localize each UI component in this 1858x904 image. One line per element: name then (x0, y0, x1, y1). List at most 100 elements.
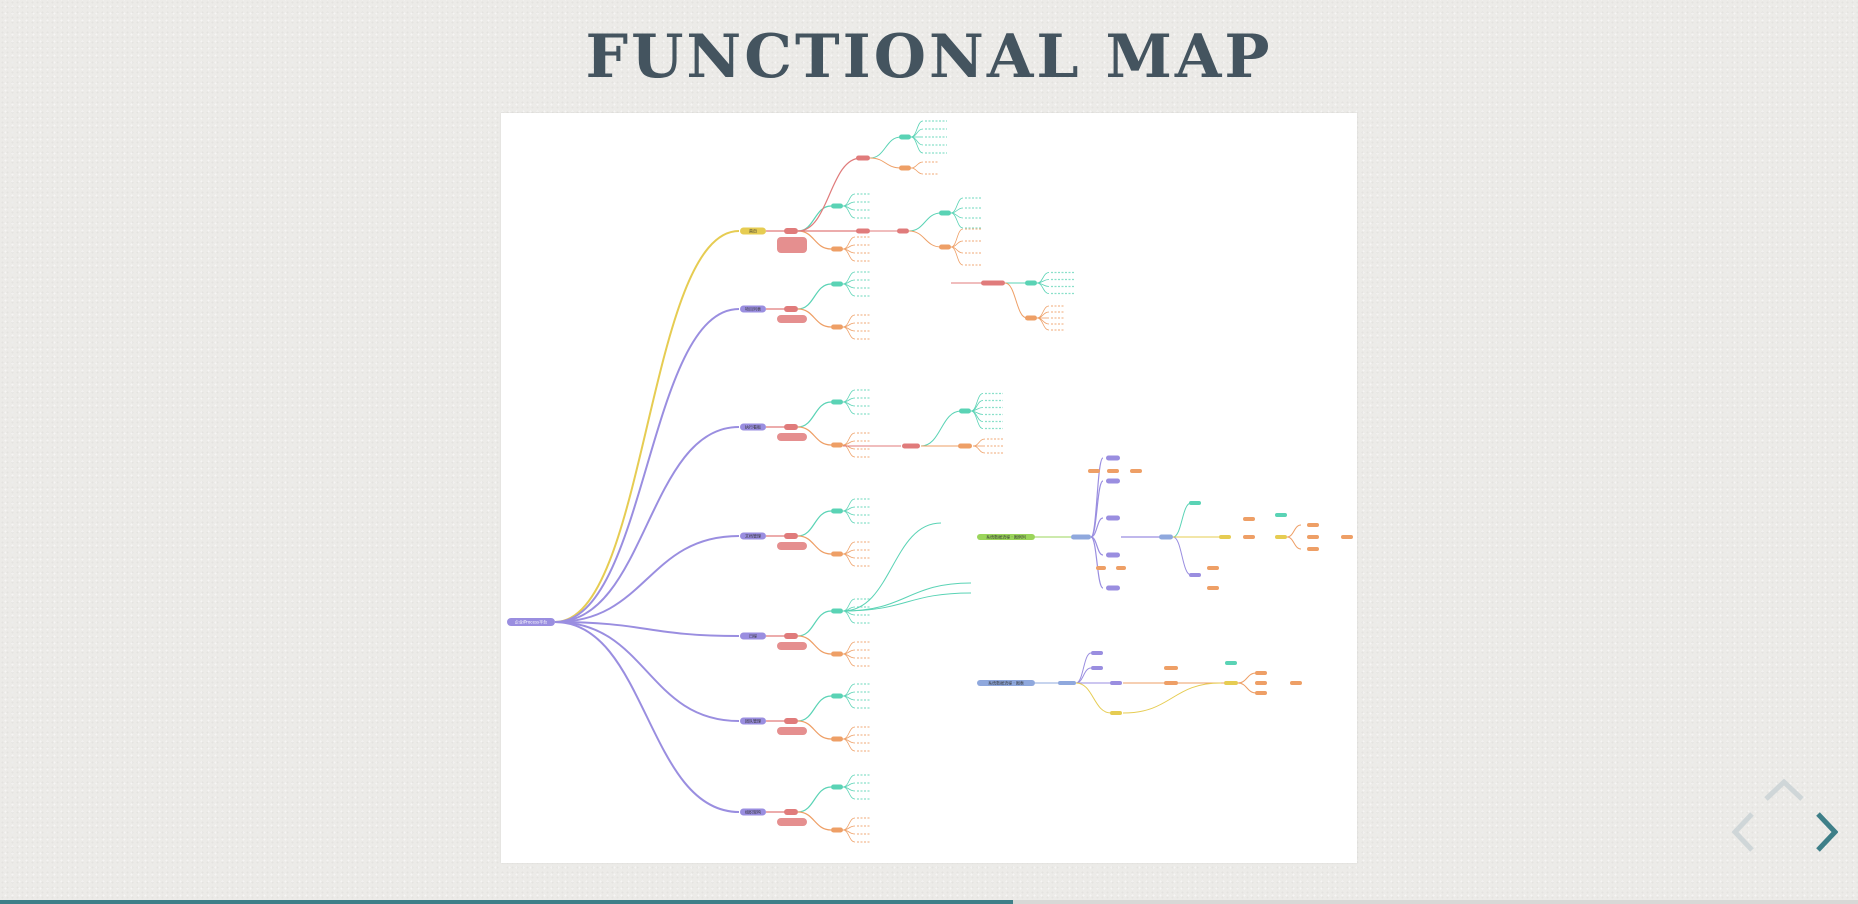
mindmap-sub-node (831, 693, 843, 699)
mindmap-node (958, 443, 972, 449)
mindmap-node (902, 443, 920, 449)
mindmap-node (1130, 469, 1142, 473)
mindmap-link (1075, 682, 1112, 714)
mindmap-link (970, 393, 984, 412)
mindmap-node (1088, 469, 1100, 473)
mindmap-link (970, 407, 984, 412)
mindmap-node (1159, 534, 1173, 540)
mindmap-link (1172, 536, 1192, 576)
nav-up-button[interactable] (1764, 770, 1804, 810)
mindmap-link (554, 426, 740, 623)
mindmap-root-node (507, 618, 555, 626)
mindmap-node (1255, 671, 1267, 675)
mindmap-link (797, 695, 832, 722)
mindmap-link (554, 621, 740, 813)
mindmap-link (797, 205, 832, 232)
slide-progress-bar (0, 900, 1858, 904)
mindmap-branch-label: 日程 (749, 633, 757, 639)
mindmap-node (1025, 280, 1037, 286)
mindmap-link (797, 157, 862, 232)
mindmap-node (1058, 681, 1076, 685)
mindmap-branch-label: 组织架构 (745, 809, 761, 815)
mindmap-node (1189, 573, 1201, 577)
mindmap-link (910, 161, 924, 169)
mindmap-description-box (777, 818, 807, 826)
mindmap-link (797, 535, 832, 555)
mindmap-sub-node (831, 246, 843, 252)
mindmap-node (1107, 469, 1119, 473)
mindmap-node (1106, 552, 1120, 558)
mindmap-sub-node (831, 281, 843, 287)
mindmap-link (842, 522, 942, 612)
mindmap-sub-node (831, 784, 843, 790)
mindmap-description-box (777, 727, 807, 735)
mindmap-link (1036, 282, 1050, 294)
mindmap-node (1219, 535, 1231, 539)
mindmap-link (797, 401, 832, 428)
mindmap-link (797, 610, 832, 637)
mindmap-sub-node (784, 424, 798, 430)
mindmap-node (1025, 315, 1037, 321)
mindmap-link (908, 212, 942, 232)
mindmap-sub-node (831, 203, 843, 209)
mindmap-sub-node (831, 608, 843, 614)
nav-right-button[interactable] (1807, 812, 1847, 852)
mindmap-link (1075, 667, 1092, 684)
side-diagram-top-label: 系统数据流程 · 图例列 (986, 534, 1026, 540)
mindmap-branch-node (740, 423, 766, 431)
mindmap-sub-node (831, 827, 843, 833)
mindmap-node (897, 228, 909, 234)
mindmap-node (1106, 515, 1120, 521)
slide-progress-fill (0, 900, 1013, 904)
mindmap-branch-node (740, 717, 766, 725)
slide-title: FUNCTIONAL MAP (585, 22, 1273, 92)
nav-left-button[interactable] (1723, 812, 1763, 852)
mindmap-link (908, 230, 942, 248)
mindmap-sub-node (784, 718, 798, 724)
mindmap-node (1106, 455, 1120, 461)
mindmap-node (1341, 535, 1353, 539)
mindmap-node (1116, 566, 1126, 570)
mindmap-node (1307, 547, 1319, 551)
mindmap-link (950, 246, 964, 266)
mindmap-link (970, 410, 984, 429)
mindmap-link (797, 635, 832, 655)
mindmap-branch-node (740, 632, 766, 640)
mindmap-link (842, 829, 856, 843)
mindmap-node (1071, 534, 1091, 540)
mindmap-link (842, 444, 856, 458)
mindmap-node (856, 155, 870, 161)
mindmap-link (842, 695, 856, 709)
mindmap-sub-node (831, 442, 843, 448)
mindmap-node (1110, 711, 1122, 715)
mindmap-link (797, 811, 832, 831)
mindmap-node (959, 408, 971, 414)
mindmap-link (1122, 682, 1222, 714)
mindmap-diagram: 企业iProcess平台首页项目列表执行看板文档管理日程团队管理组织架构系统数据… (507, 120, 1353, 843)
mindmap-node (1307, 523, 1319, 527)
mindmap-link (797, 510, 832, 537)
mindmap-link (910, 136, 924, 154)
mindmap-link (842, 401, 856, 415)
mindmap-link (1172, 502, 1192, 538)
mindmap-branch-node (740, 305, 766, 313)
mindmap-node (1207, 566, 1219, 570)
side-diagram-bottom-header (977, 680, 1035, 686)
mindmap-link (910, 167, 924, 175)
mindmap-link (1004, 282, 1028, 319)
mindmap-node (1164, 681, 1178, 685)
mindmap-description-box (777, 542, 807, 550)
mindmap-link (797, 786, 832, 813)
mindmap-link (554, 535, 740, 623)
mindmap-link (797, 308, 832, 328)
mindmap-node (1255, 691, 1267, 695)
mindmap-branch-label: 首页 (749, 228, 757, 234)
mindmap-node (1091, 651, 1103, 655)
mindmap-link (1075, 652, 1092, 684)
mindmap-link (842, 786, 856, 800)
mindmap-branch-node (740, 532, 766, 540)
mindmap-node (1207, 586, 1219, 590)
mindmap-link (797, 720, 832, 740)
mindmap-node (1307, 535, 1319, 539)
mindmap-link (950, 212, 964, 229)
